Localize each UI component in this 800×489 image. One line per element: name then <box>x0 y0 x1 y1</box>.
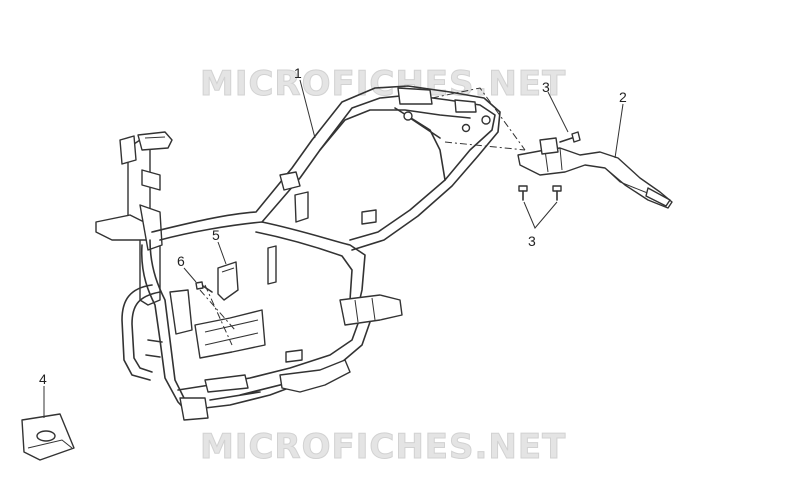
leader-1 <box>299 79 316 139</box>
screw-top <box>559 131 581 143</box>
assembly-line-plate <box>204 284 233 346</box>
leader-5 <box>217 241 227 265</box>
assembly-line-upper <box>431 87 526 151</box>
clip-nut-drawing <box>21 413 75 461</box>
callout-3-top: 3 <box>542 79 550 95</box>
watermark-bottom: MICROFICHES.NET <box>200 427 566 467</box>
bolt-drawing <box>195 281 213 293</box>
callout-3-bottom: 3 <box>528 233 536 249</box>
leader-6 <box>183 267 197 283</box>
screw-lower-left <box>518 185 528 201</box>
callout-5: 5 <box>212 227 220 243</box>
leader-3-top <box>547 91 569 133</box>
callout-6: 6 <box>177 253 185 269</box>
assembly-line-bolt <box>199 289 236 331</box>
assembly-line-lower <box>444 141 526 151</box>
callout-2: 2 <box>619 89 627 105</box>
leader-3-bottom <box>523 201 558 229</box>
watermark-top: MICROFICHES.NET <box>200 64 566 104</box>
screw-lower-right <box>552 185 562 201</box>
callout-4: 4 <box>39 371 47 387</box>
frame-drawing <box>95 85 501 421</box>
leader-2 <box>614 103 624 159</box>
callout-1: 1 <box>294 65 302 81</box>
rear-bracket-drawing <box>517 137 673 209</box>
plate-drawing <box>217 261 239 301</box>
